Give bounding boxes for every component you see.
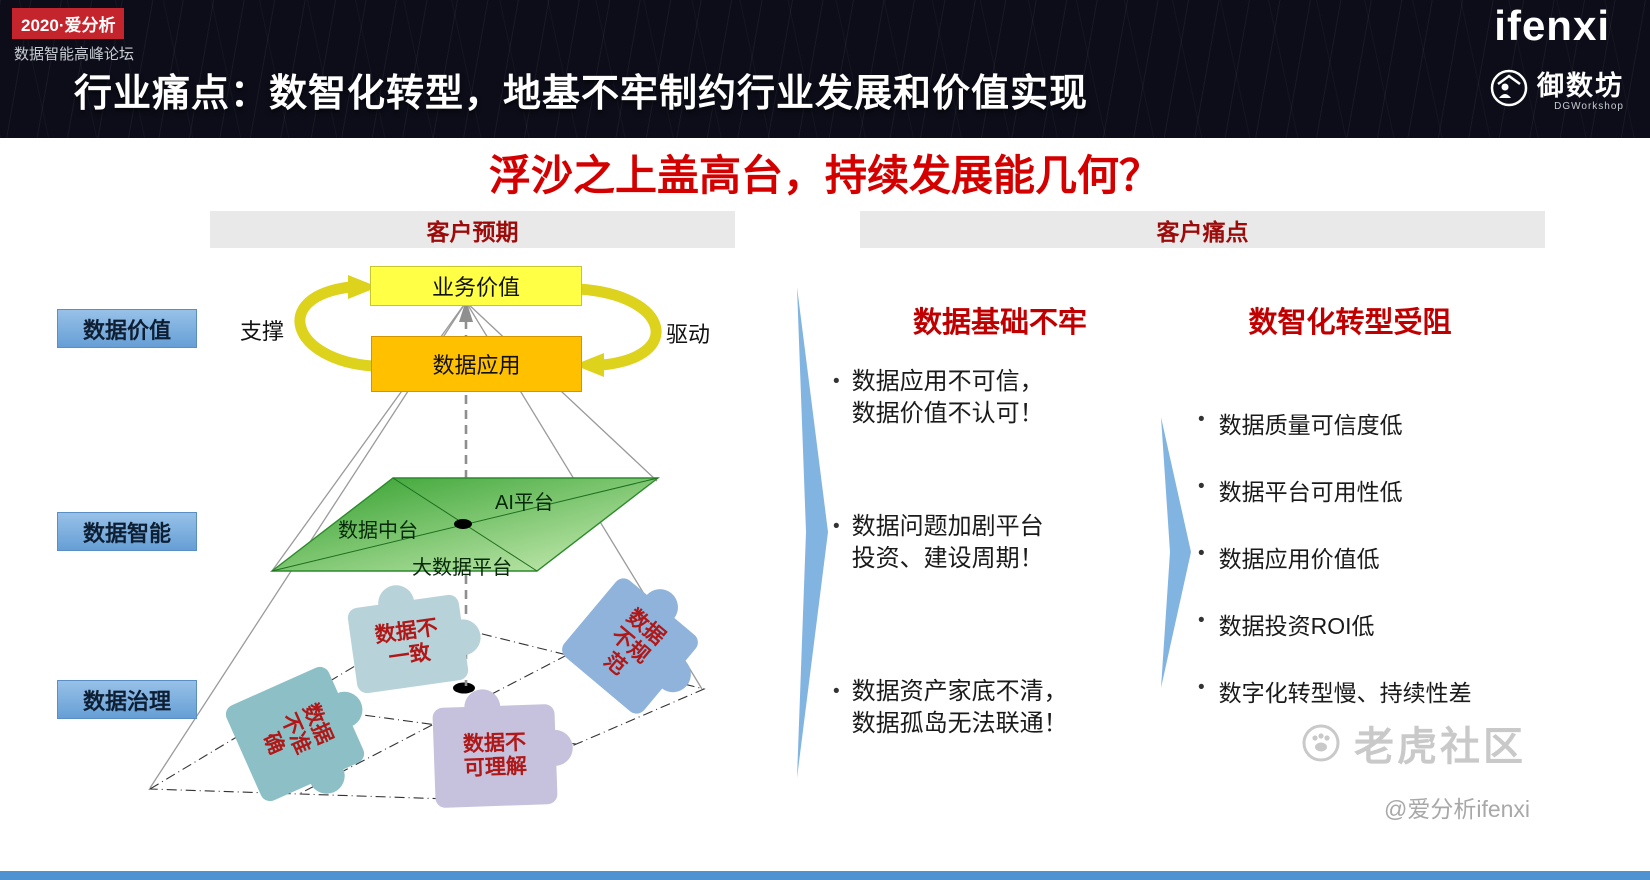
pain-col2-item-1: • 数据质量可信度低 [1198, 406, 1472, 440]
bottom-accent-bar [0, 871, 1650, 880]
pain-col2-item-2: • 数据平台可用性低 [1198, 473, 1472, 507]
chevron-divider-left [797, 287, 828, 778]
puzzle-data-inconsistent: 数据不 一致 [346, 582, 483, 695]
watermark: 老虎社区 [1300, 714, 1526, 772]
puzzle-data-unintelligible: 数据不 可理解 [432, 688, 574, 809]
slide-title: 行业痛点：数智化转型，地基不牢制约行业发展和价值实现 [74, 73, 1089, 115]
section-header-pain: 客户痛点 [860, 211, 1545, 248]
puzzle-data-inaccurate: 数据 不准 确 [222, 663, 369, 805]
bullet-text: 数字化转型慢、持续性差 [1218, 680, 1472, 706]
row-label-data-value: 数据价值 [57, 309, 197, 348]
bullet-text: 数据资产家底不清， 数据孤岛无法联通！ [851, 678, 1068, 738]
support-label: 支撑 [240, 319, 285, 344]
partner-subtitle: DGWorkshop [1554, 101, 1624, 112]
pain-col1-bullet-3: • 数据资产家底不清， 数据孤岛无法联通！ [833, 676, 1068, 741]
ai-platform-label: AI平台 [495, 492, 554, 514]
support-arrow-arc [294, 275, 378, 372]
partner-name: 御数坊 [1537, 71, 1624, 101]
bullet-text: 数据应用不可信， 数据价值不认可！ [851, 368, 1044, 428]
pain-col2-item-3: • 数据应用价值低 [1198, 540, 1472, 574]
partner-logo: 御数坊 DGWorkshop [1489, 64, 1624, 112]
ifenxi-logo: ifenxi [1494, 2, 1610, 49]
bullet-icon: • [1198, 409, 1205, 430]
bullet-icon: • [833, 681, 840, 702]
puzzle-label: 数据 不规 范 [599, 604, 670, 680]
event-name: 2020·爱分析 [12, 8, 125, 39]
event-subtitle: 数据智能高峰论坛 [14, 46, 135, 63]
puzzle-label: 数据 不准 确 [258, 700, 337, 758]
watermark-handle: @爱分析ifenxi [1384, 796, 1531, 822]
pain-col1-bullet-2: • 数据问题加剧平台 投资、建设周期！ [833, 511, 1044, 576]
big-data-platform-label: 大数据平台 [412, 557, 512, 579]
bullet-text: 数据应用价值低 [1218, 546, 1380, 572]
page-title: 浮沙之上盖高台，持续发展能几何？ [488, 152, 1161, 199]
bullet-text: 数据问题加剧平台 投资、建设周期！ [851, 513, 1044, 573]
business-value-box: 业务价值 [370, 266, 582, 306]
bullet-icon: • [1198, 476, 1205, 497]
data-application-box: 数据应用 [371, 336, 582, 392]
bullet-icon: • [833, 516, 840, 537]
pain-col1-title: 数据基础不牢 [912, 307, 1087, 339]
row-label-data-governance: 数据治理 [57, 680, 197, 719]
partner-logo-icon [1490, 69, 1528, 107]
pain-col2-item-5: • 数字化转型慢、持续性差 [1198, 674, 1472, 708]
pain-col2-list: • 数据质量可信度低 • 数据平台可用性低 • 数据应用价值低 • 数据投资RO… [1198, 406, 1472, 741]
bullet-icon: • [833, 371, 840, 392]
event-badge: 2020·爱分析 数据智能高峰论坛 [12, 8, 134, 64]
data-middle-platform-label: 数据中台 [338, 520, 418, 542]
puzzle-label: 数据不 一致 [373, 615, 440, 670]
chevron-divider-right [1161, 417, 1191, 688]
pain-col2-title: 数智化转型受阻 [1248, 307, 1452, 339]
drive-arrow-arc [574, 283, 662, 377]
watermark-text: 老虎社区 [1354, 725, 1526, 769]
bullet-text: 数据平台可用性低 [1218, 479, 1403, 505]
bullet-text: 数据质量可信度低 [1218, 412, 1403, 438]
pain-col2-item-4: • 数据投资ROI低 [1198, 607, 1472, 641]
bullet-icon: • [1198, 543, 1205, 564]
bullet-text: 数据投资ROI低 [1218, 613, 1375, 639]
section-header-expectation: 客户预期 [210, 211, 735, 248]
bullet-icon: • [1198, 677, 1205, 698]
header: 2020·爱分析 数据智能高峰论坛 行业痛点：数智化转型，地基不牢制约行业发展和… [0, 0, 1650, 138]
platform-center-dot [454, 519, 472, 529]
puzzle-data-nonstandard: 数据 不规 范 [558, 574, 702, 718]
drive-label: 驱动 [666, 322, 711, 347]
pain-col1-bullet-1: • 数据应用不可信， 数据价值不认可！ [833, 366, 1044, 431]
row-label-data-intelligence: 数据智能 [57, 512, 197, 551]
partner-logo-text: 御数坊 DGWorkshop [1537, 64, 1624, 112]
bullet-icon: • [1198, 610, 1205, 631]
puzzle-label: 数据不 可理解 [462, 730, 528, 781]
tiger-community-icon [1302, 724, 1340, 762]
